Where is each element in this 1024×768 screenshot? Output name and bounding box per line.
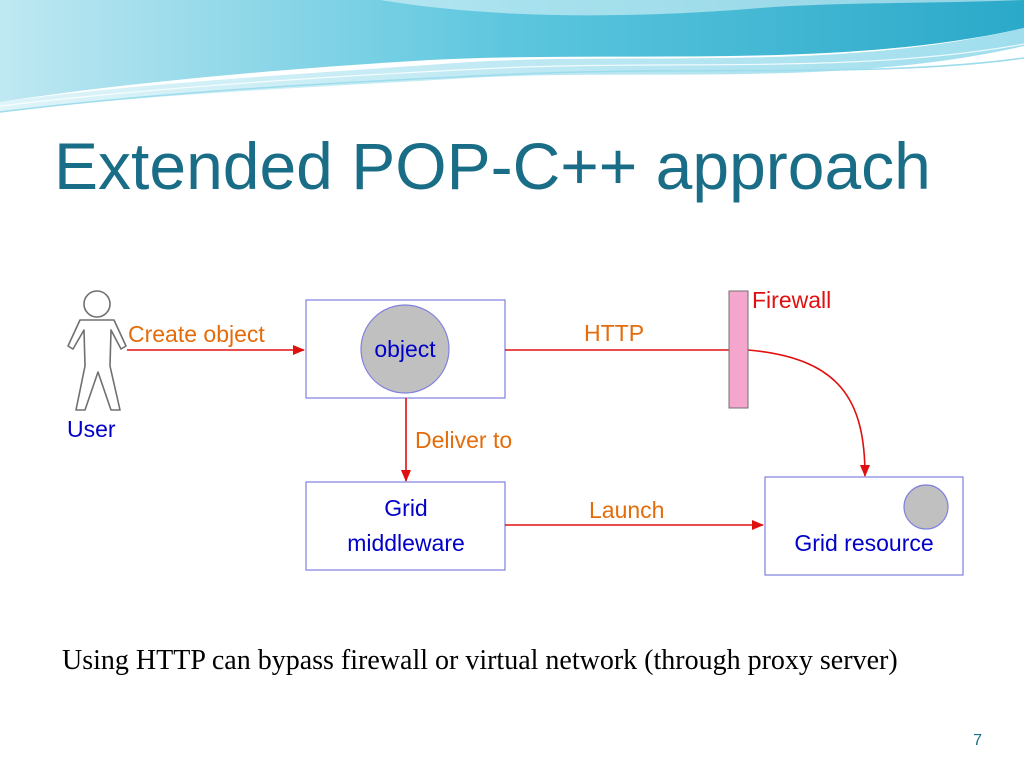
grid-resource-circle-icon [903, 484, 949, 530]
grid-middleware-label-line1: Grid [384, 495, 427, 521]
http-label: HTTP [584, 320, 644, 346]
slide-title: Extended POP-C++ approach [54, 129, 931, 203]
firewall-label: Firewall [752, 287, 831, 313]
firewall-node [728, 290, 749, 409]
header-wave-decoration [0, 0, 1024, 113]
launch-label: Launch [589, 497, 664, 523]
grid-resource-label: Grid resource [794, 530, 933, 556]
object-label: object [374, 336, 436, 362]
object-circle-icon [360, 304, 450, 394]
grid-middleware-label-line2: middleware [347, 530, 465, 556]
deliver-to-label: Deliver to [415, 427, 512, 453]
grid-middleware-node [305, 481, 506, 571]
firewall-bypass-arrow [747, 349, 870, 477]
slide-caption: Using HTTP can bypass firewall or virtua… [62, 645, 898, 676]
user-label: User [67, 416, 116, 442]
page-number: 7 [973, 732, 982, 749]
user-figure-icon [67, 290, 127, 411]
create-object-label: Create object [128, 321, 265, 347]
